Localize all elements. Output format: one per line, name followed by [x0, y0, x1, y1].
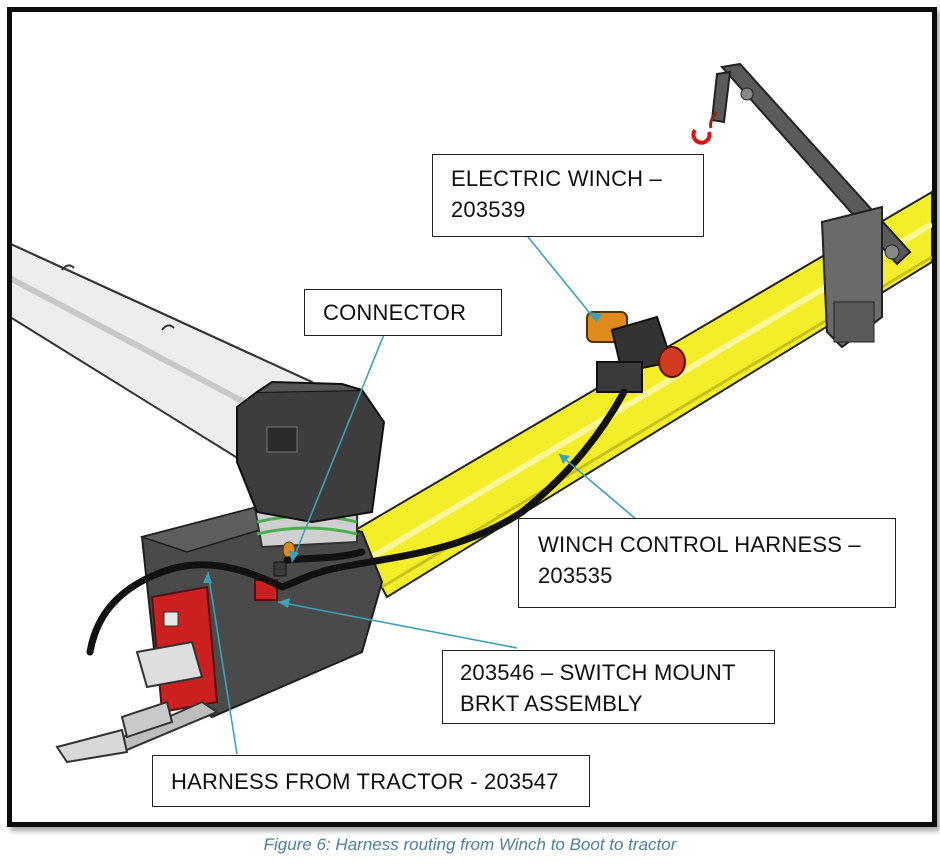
arrow-connector — [288, 550, 299, 562]
arrow-switch-mount — [278, 598, 290, 608]
leader-harness-from-tractor — [207, 571, 238, 755]
hopper-guard — [135, 585, 219, 714]
leader-winch-control-harness — [558, 453, 638, 521]
hitch — [55, 700, 220, 764]
winch-crane — [691, 62, 912, 349]
leader-switch-mount — [277, 601, 518, 649]
arrow-winch-control-harness — [559, 454, 570, 464]
figure-frame: ELECTRIC WINCH – 203539 CONNECTOR WINCH … — [7, 7, 937, 827]
equipment-drawing — [12, 62, 932, 764]
leader-connector — [291, 331, 386, 563]
callout-switch-mount: 203546 – SWITCH MOUNT BRKT ASSEMBLY — [442, 650, 775, 724]
callout-connector: CONNECTOR — [304, 289, 502, 336]
leader-lines — [207, 231, 638, 755]
callout-electric-winch: ELECTRIC WINCH – 203539 — [432, 154, 704, 237]
callout-winch-control-harness: WINCH CONTROL HARNESS – 203535 — [518, 518, 896, 608]
leader-electric-winch — [523, 231, 598, 323]
callout-harness-from-tractor: HARNESS FROM TRACTOR - 203547 — [152, 755, 590, 807]
arrow-electric-winch — [589, 312, 602, 322]
figure-caption: Figure 6: Harness routing from Winch to … — [263, 835, 677, 854]
arrow-harness-from-tractor — [203, 572, 212, 583]
